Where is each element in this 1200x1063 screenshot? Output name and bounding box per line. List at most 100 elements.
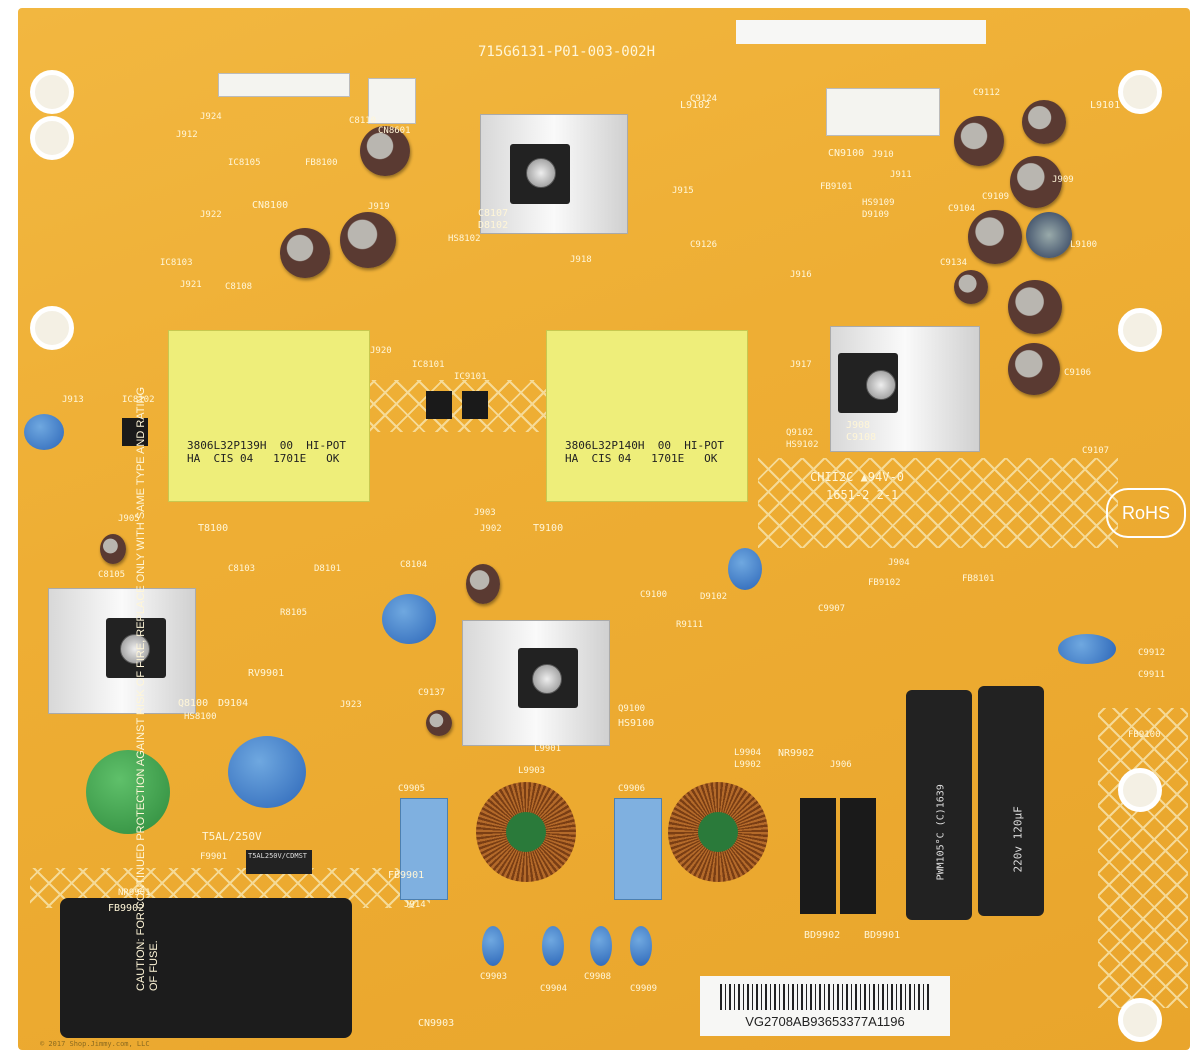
designator: C9109 (982, 192, 1010, 202)
designator: J911 (890, 170, 912, 180)
designator: J912 (176, 130, 198, 140)
screw (526, 158, 556, 188)
electrolytic-capacitor (1022, 100, 1066, 144)
designator: J914 (404, 900, 426, 910)
designator: C9907 (818, 604, 846, 614)
fuse-caution-text: CAUTION: FOR CONTINUED PROTECTION AGAINS… (135, 386, 160, 991)
y-capacitor-c9903 (482, 926, 504, 966)
designator: J916 (790, 270, 812, 280)
y-capacitor (24, 414, 64, 450)
designator: J908 (846, 420, 871, 431)
electrolytic-capacitor (280, 228, 330, 278)
transformer-t8100: 3806L32P139H 00 HI-POT HA CIS 04 1701E O… (168, 330, 370, 502)
designator: C9108 (846, 432, 877, 443)
designator: Q8100 (178, 698, 209, 709)
designator: Q9100 (618, 704, 646, 714)
designator: J915 (672, 186, 694, 196)
ac-inlet-connector-cn9903 (60, 898, 352, 1038)
designator: J904 (888, 558, 910, 568)
designator: J922 (200, 210, 222, 220)
designator: L9904 (734, 748, 762, 758)
bulk-capacitor: 220v 120µF (978, 686, 1044, 916)
date-code: 1651-2 2-1 (826, 488, 899, 502)
electrolytic-capacitor (1026, 212, 1072, 258)
designator: C8107 (478, 208, 509, 219)
common-mode-choke-l9902 (668, 782, 768, 882)
designator: J905 (118, 514, 140, 524)
designator: BD9901 (864, 930, 901, 941)
designator: J921 (180, 280, 202, 290)
connector-cn9100 (826, 88, 940, 136)
optocoupler-ic9101 (462, 391, 488, 419)
designator: HS8100 (184, 712, 217, 722)
electrolytic-capacitor (954, 270, 988, 304)
transformer-t9100: 3806L32P140H 00 HI-POT HA CIS 04 1701E O… (546, 330, 748, 502)
y-capacitor (1058, 634, 1116, 664)
designator: C9126 (690, 240, 718, 250)
designator: J919 (368, 202, 390, 212)
mounting-hole (30, 70, 74, 114)
y-capacitor (728, 548, 762, 590)
fuse-rating: T5AL/250V (202, 830, 262, 843)
designator: T9100 (533, 523, 564, 534)
serial-sticker: VG2708AB93653377A1196 (700, 976, 950, 1036)
designator: IC9101 (454, 372, 487, 382)
designator: CN8100 (252, 200, 289, 211)
designator: J909 (1052, 175, 1074, 185)
electrolytic-capacitor (426, 710, 452, 736)
electrolytic-capacitor (466, 564, 500, 604)
designator: Q9102 (786, 428, 814, 438)
designator: C9906 (618, 784, 646, 794)
electrolytic-capacitor (100, 534, 126, 564)
designator: HS9100 (618, 718, 655, 729)
mounting-hole (1118, 308, 1162, 352)
designator: D9102 (700, 592, 728, 602)
designator: C9905 (398, 784, 426, 794)
blank-label (736, 20, 986, 44)
designator: R8105 (280, 608, 308, 618)
designator: L9100 (1070, 240, 1098, 250)
designator: C9137 (418, 688, 446, 698)
designator: FB9901 (388, 870, 425, 881)
designator: J910 (872, 150, 894, 160)
heatsink-hs9100 (462, 620, 610, 746)
mounting-hole (1118, 998, 1162, 1042)
designator: IC8103 (160, 258, 193, 268)
electrolytic-capacitor (1008, 343, 1060, 395)
designator: J924 (200, 112, 222, 122)
designator: CN9903 (418, 1018, 455, 1029)
capacitor-series: PWM105°C (C)1639 (935, 784, 947, 881)
screw (120, 634, 150, 664)
y-capacitor-c9909 (630, 926, 652, 966)
designator: IC8101 (412, 360, 445, 370)
electrolytic-capacitor (1008, 280, 1062, 334)
designator: CN9100 (828, 148, 865, 159)
designator: C9112 (973, 88, 1001, 98)
mounting-hole (30, 306, 74, 350)
designator: L9901 (534, 744, 562, 754)
connector-cn8100 (218, 73, 350, 97)
designator: C9904 (540, 984, 568, 994)
bridge-rectifier-bd9901 (840, 798, 876, 914)
designator: IC8105 (228, 158, 261, 168)
electrolytic-capacitor (340, 212, 396, 268)
designator: C9909 (630, 984, 658, 994)
designator: C8105 (98, 570, 126, 580)
y-capacitor (382, 594, 436, 644)
isolation-hatch (758, 458, 1118, 548)
fuse-f9901: T5AL250V/CDMST (246, 850, 312, 874)
designator: C9134 (940, 258, 968, 268)
optocoupler-ic8101 (426, 391, 452, 419)
designator: C9912 (1138, 648, 1166, 658)
copyright: © 2017 Shop.Jimmy.com, LLC (40, 1040, 150, 1048)
designator: FB9902 (108, 903, 145, 914)
y-capacitor-c9908 (590, 926, 612, 966)
designator: C8110 (349, 116, 377, 126)
designator: L9902 (734, 760, 762, 770)
transformer-label: 3806L32P140H 00 HI-POT HA CIS 04 1701E O… (565, 439, 724, 465)
designator: R9111 (676, 620, 704, 630)
isolation-hatch (1098, 708, 1188, 1008)
thermistor-nr9901 (86, 750, 170, 834)
designator: C9911 (1138, 670, 1166, 680)
transformer-label: 3806L32P139H 00 HI-POT HA CIS 04 1701E O… (187, 439, 346, 465)
